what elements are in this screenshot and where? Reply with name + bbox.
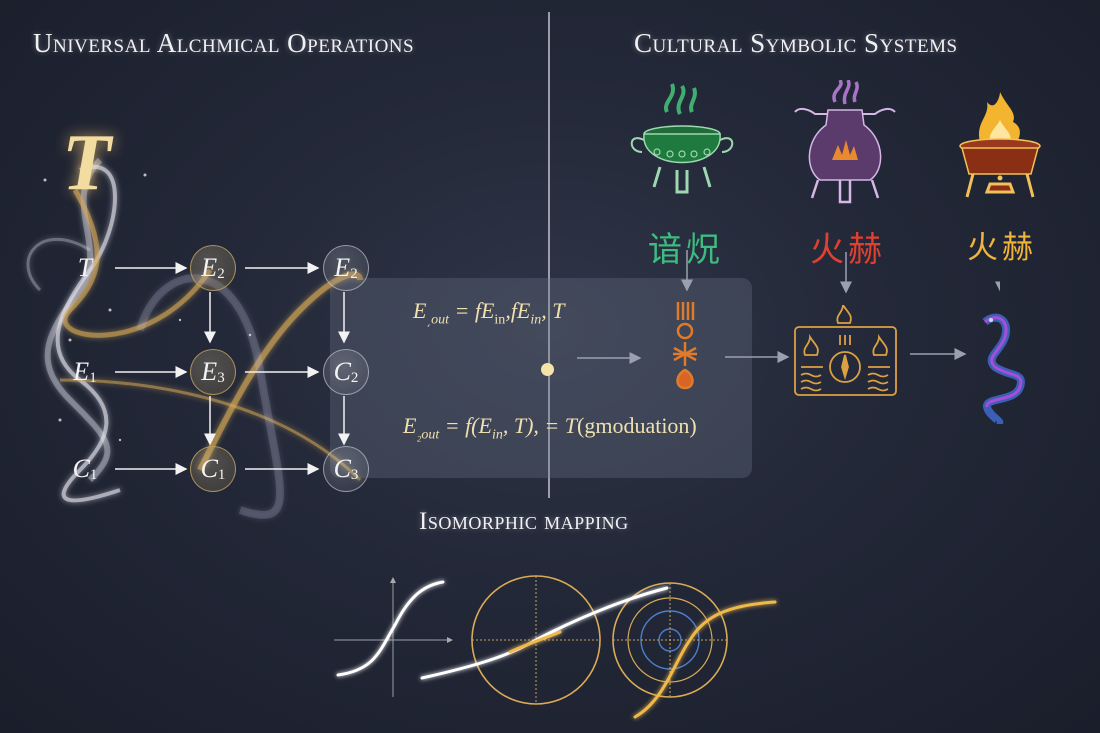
vertical-sigil-icon [673,302,697,390]
golden-brazier-icon [959,92,1041,198]
node-T: T [77,253,93,282]
isomorphic-mapping-diagram [334,575,777,719]
cultural-flow-arrows [577,250,1000,364]
purple-furnace-icon [794,80,896,204]
formula-second: E₂out = f(Ein, T), = T(gmoduation) [403,413,697,443]
cultural-chars-gold: 火赫 [967,230,1037,266]
mapping-node-dot [541,363,554,376]
graph-arrows [115,262,350,475]
heading-universal-operations: Universal Alchmical Operations [33,28,415,58]
cultural-chars-green: 谙炾 [648,230,724,270]
center-divider [548,12,550,498]
smoke-swirls [26,157,363,519]
heading-cultural-systems: Cultural Symbolic Systems [634,28,958,58]
cultural-chars-red: 火赫 [810,230,886,270]
heading-isomorphic-mapping: Isomorphic mapping [419,508,629,535]
transformation-symbol-T: T [62,119,111,207]
green-cauldron-icon [630,83,734,194]
serpent-icon [982,313,1025,424]
formula-first: E͵out = fEin,fEin, T [413,298,565,328]
fire-panel-icon [794,305,897,396]
